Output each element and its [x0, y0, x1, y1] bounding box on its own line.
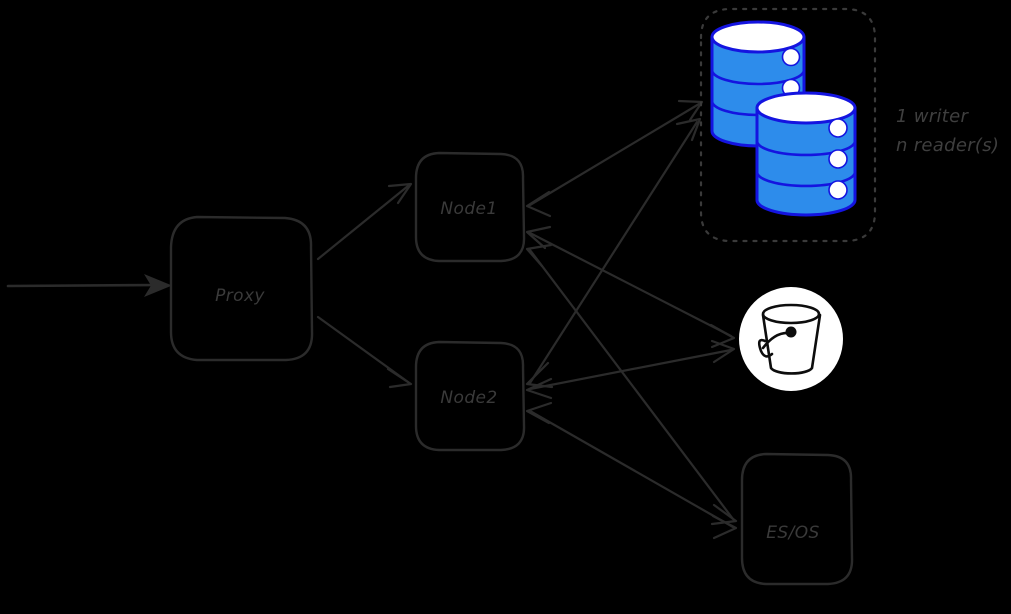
node2-label: Node2	[440, 388, 497, 408]
bucket-node[interactable]	[739, 287, 843, 391]
es-os-node[interactable]: ES/OS	[740, 452, 854, 586]
proxy-label: Proxy	[215, 286, 265, 306]
node2-node[interactable]: Node2	[414, 340, 526, 452]
node1-label: Node1	[440, 199, 497, 219]
bucket-handle-knob	[785, 326, 797, 338]
db-status-dot	[828, 118, 848, 138]
connection-proxy-to-node1	[316, 182, 413, 261]
db-status-dot	[828, 149, 848, 169]
db-annotation-line2: n reader(s)	[896, 135, 999, 156]
node1-node[interactable]: Node1	[414, 151, 526, 263]
connection-node2-es-os	[525, 401, 738, 540]
proxy-node[interactable]: Proxy	[169, 215, 314, 362]
es-os-label: ES/OS	[766, 523, 819, 543]
database-cylinder-front[interactable]	[755, 91, 857, 217]
connection-node1-database	[525, 99, 704, 218]
db-annotation-line1: 1 writer	[896, 106, 970, 127]
db-status-dot	[781, 47, 801, 67]
connection-node2-database	[525, 117, 702, 389]
connection-node2-bucket	[525, 339, 736, 400]
connection-node1-es-os	[525, 243, 738, 526]
database-group-boundary	[699, 7, 877, 243]
connection-ingress-to-proxy	[6, 274, 172, 297]
connection-proxy-to-node2	[316, 315, 413, 389]
db-status-dot	[828, 180, 848, 200]
database-group-annotation: 1 writer n reader(s)	[896, 106, 999, 156]
bucket-icon-background	[739, 287, 843, 391]
